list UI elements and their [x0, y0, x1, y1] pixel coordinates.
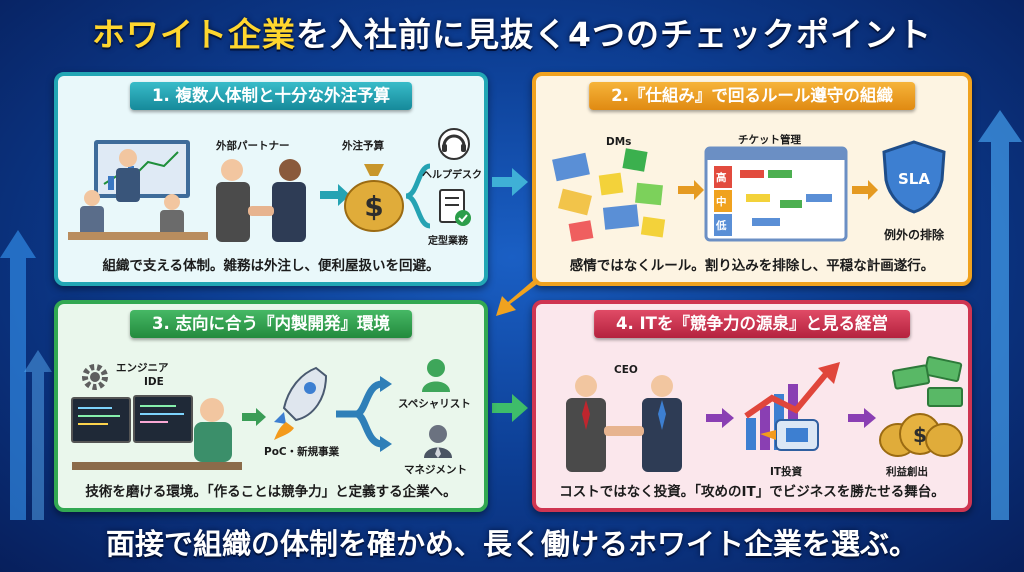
arrow-panel1-to-panel2-icon: [492, 168, 528, 196]
specialist-person-icon: [422, 359, 450, 392]
poc-label: PoC・新規事業: [264, 446, 340, 458]
exclusion-label: 例外の排除: [884, 228, 945, 242]
specialist-label: スペシャリスト: [398, 398, 471, 410]
arrow-panel2-to-panel3-icon: [496, 278, 540, 316]
arrow-right-icon: [852, 180, 878, 200]
svg-text:$: $: [364, 190, 383, 223]
right-rising-arrows-icon: [978, 110, 1022, 520]
checkpoint-panel-2: 2.『仕組み』で回るルール遵守の組織 DMs チケット管理 高 中 低 SLA …: [532, 72, 972, 286]
ticket-label: チケット管理: [738, 134, 801, 146]
panel-2-heading: 2.『仕組み』で回るルール遵守の組織: [589, 82, 915, 110]
engineer-label: エンジニア: [116, 362, 169, 374]
scattered-messages-icon: [552, 148, 666, 242]
money-stack-icon: $: [879, 356, 963, 457]
checkpoint-panel-1: 1. 複数人体制と十分な外注予算 外部パートナー 外注予算 $ ヘルプデスク: [54, 72, 488, 286]
arrow-right-icon: [320, 184, 350, 206]
ceo-handshake-icon: [566, 375, 682, 472]
management-label: マネジメント: [404, 464, 467, 476]
checkpoint-panel-4: 4. ITを『競争力の源泉』と見る経営 CEO IT投資 $ 利益創出 コストで…: [532, 300, 972, 512]
ceo-label: CEO: [614, 364, 638, 376]
manager-person-icon: [424, 425, 452, 458]
priority-mid: 中: [716, 196, 727, 208]
panel-1-heading: 1. 複数人体制と十分な外注予算: [130, 82, 412, 110]
panel-4-caption: コストではなく投資。「攻めのIT」でビジネスを勝たせる舞台。: [559, 484, 945, 500]
sla-text: SLA: [898, 170, 930, 188]
gear-icon: [82, 364, 108, 390]
page-title: ホワイト企業を入社前に見抜く4つのチェックポイント: [0, 8, 1024, 56]
shield-icon: [882, 140, 946, 214]
arrow-right-icon: [706, 408, 734, 428]
footer-message: 面接で組織の体制を確かめ、長く働けるホワイト企業を選ぶ。: [105, 527, 918, 561]
panel-3-heading: 3. 志向に合う『内製開発』環境: [130, 310, 412, 338]
ide-label: IDE: [144, 376, 164, 388]
checkpoint-panel-3: 3. 志向に合う『内製開発』環境 エンジニア IDE PoC・新規事業 スペシャ…: [54, 300, 488, 512]
arrow-right-icon: [848, 408, 876, 428]
money-bag-icon: $: [344, 164, 404, 232]
partner-handshake-icon: [216, 159, 306, 242]
title-highlight: ホワイト企業: [92, 15, 297, 54]
headset-icon: [438, 128, 470, 160]
ticket-board-icon: [704, 146, 848, 242]
engineer-desk-icon: [71, 395, 242, 470]
arrow-right-icon: [242, 408, 266, 426]
team-meeting-icon: [68, 140, 208, 240]
left-rising-arrows-icon: [0, 230, 52, 520]
split-arrows-icon: [336, 376, 392, 452]
routine-label: 定型業務: [428, 236, 468, 247]
panel-3-caption: 技術を磨ける環境。「作ることは競争力」と定義する企業へ。: [85, 484, 457, 500]
helpdesk-label: ヘルプデスク: [422, 170, 482, 181]
arrow-right-icon: [678, 180, 704, 200]
svg-text:$: $: [913, 423, 927, 447]
priority-low: 低: [716, 220, 727, 232]
panel-1-caption: 組織で支える体制。雑務は外注し、便利屋扱いを回避。: [102, 258, 440, 274]
arrow-panel3-to-panel4-icon: [492, 394, 528, 422]
profit-label: 利益創出: [886, 466, 928, 478]
panel-4-heading: 4. ITを『競争力の源泉』と見る経営: [594, 310, 910, 338]
it-investment-label: IT投資: [770, 466, 803, 478]
growth-chart-icon: [744, 362, 840, 451]
budget-label: 外注予算: [342, 140, 384, 152]
panel-2-caption: 感情ではなくルール。割り込みを排除し、平穏な計画遂行。: [569, 258, 935, 274]
checklist-icon: [439, 189, 471, 226]
split-arrows-icon: [405, 163, 431, 229]
partner-label: 外部パートナー: [216, 140, 290, 152]
title-rest: を入社前に見抜く4つのチェックポイント: [296, 15, 932, 54]
dms-label: DMs: [606, 136, 632, 148]
rocket-icon: [274, 366, 328, 440]
priority-high: 高: [716, 172, 727, 184]
